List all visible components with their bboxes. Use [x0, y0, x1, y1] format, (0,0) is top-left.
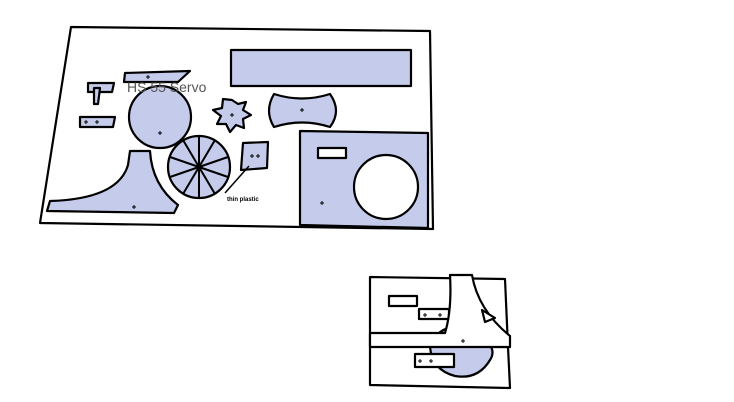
- cross-mark-icon: [438, 313, 442, 317]
- cross-mark-icon: [84, 120, 88, 124]
- large-disc-part[interactable]: [127, 84, 193, 150]
- long-bar-part[interactable]: [229, 48, 413, 88]
- cross-mark-icon: [95, 120, 99, 124]
- servo-bracket-part[interactable]: [122, 69, 192, 84]
- plate-slot: [316, 146, 348, 160]
- plastic-label: thin plastic: [227, 197, 259, 203]
- cross-mark-icon: [230, 113, 234, 117]
- plastic-square-part[interactable]: [239, 140, 270, 172]
- cross-mark-icon: [461, 339, 465, 343]
- cross-mark-icon: [300, 108, 304, 112]
- hole-marks: [84, 75, 465, 363]
- servo-label: HS 55 Servo: [127, 79, 207, 95]
- cross-mark-icon: [418, 359, 422, 363]
- plate-hole: [352, 153, 420, 221]
- cross-mark-icon: [146, 75, 150, 79]
- curved-leg-part[interactable]: [45, 149, 180, 215]
- servo-horn-part[interactable]: [92, 86, 102, 106]
- cross-mark-icon: [158, 131, 162, 135]
- leader-line: [224, 165, 250, 194]
- cross-mark-icon: [423, 313, 427, 317]
- small-bracket-part[interactable]: [86, 81, 116, 94]
- cross-mark-icon: [132, 205, 136, 209]
- cross-mark-icon: [429, 359, 433, 363]
- assembled-model[interactable]: [368, 273, 512, 390]
- cross-mark-icon: [320, 201, 324, 205]
- spoked-wheel-part[interactable]: [166, 134, 232, 200]
- cross-mark-icon: [256, 154, 260, 158]
- cross-mark-icon: [250, 154, 254, 158]
